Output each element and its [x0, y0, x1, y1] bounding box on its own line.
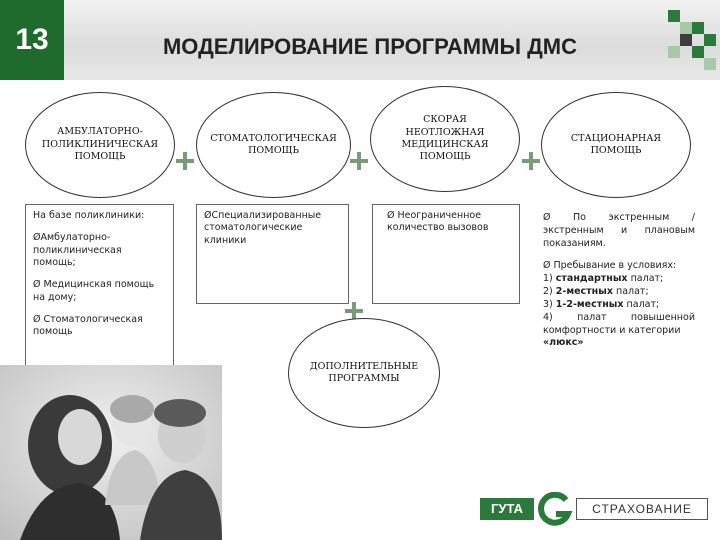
- box-inpatient: Ø По экстренным / экстренным и плановым …: [543, 212, 695, 350]
- oval-ambulatory: АМБУЛАТОРНО-ПОЛИКЛИНИЧЕСКАЯ ПОМОЩЬ: [25, 92, 175, 198]
- plus-icon: [176, 152, 194, 170]
- inpatient-item: 3) 1-2-местных палат;: [543, 299, 695, 312]
- box-inpatient-line: Ø По экстренным / экстренным и плановым …: [543, 212, 695, 249]
- g-logo-icon: [538, 492, 573, 526]
- box-ambulatory-line: Ø Медицинская помощь на дому;: [33, 279, 155, 303]
- item-bold: 1-2-местных: [555, 298, 624, 310]
- oval-emergency-label: СКОРАЯ НЕОТЛОЖНАЯ МЕДИЦИНСКАЯ ПОМОЩЬ: [401, 114, 489, 163]
- plus-icon: [345, 302, 363, 320]
- inpatient-item: 4) палат повышенной комфортности и катег…: [543, 311, 695, 336]
- logo-strahovanie: СТРАХОВАНИЕ: [576, 498, 708, 520]
- box-inpatient-line: Ø Пребывание в условиях:: [543, 260, 677, 272]
- box-ambulatory-line: ØАмбулаторно-поликлиническая помощь;: [33, 232, 122, 269]
- plus-icon: [350, 152, 368, 170]
- plus-icon: [522, 152, 540, 170]
- box-dental: ØСпециализированные стоматологические кл…: [196, 204, 349, 304]
- item-prefix: 1): [543, 273, 556, 285]
- oval-dental-label: СТОМАТОЛОГИЧЕСКАЯ ПОМОЩЬ: [210, 132, 337, 156]
- oval-additional-label: ДОПОЛНИТЕЛЬНЫЕ ПРОГРАММЫ: [309, 360, 419, 384]
- oval-ambulatory-label: АМБУЛАТОРНО-ПОЛИКЛИНИЧЕСКАЯ ПОМОЩЬ: [41, 126, 159, 163]
- box-emergency-line: Ø Неограниченное: [387, 210, 482, 221]
- oval-emergency: СКОРАЯ НЕОТЛОЖНАЯ МЕДИЦИНСКАЯ ПОМОЩЬ: [370, 86, 520, 192]
- item-bold: 2-местных: [555, 286, 613, 298]
- logo-guta: ГУТА: [480, 498, 534, 520]
- box-emergency: Ø Неограниченное количество вызовов: [372, 204, 520, 304]
- box-ambulatory-line: Ø Стоматологическая помощь: [33, 314, 143, 338]
- header-band: [0, 0, 720, 80]
- item-prefix: 3): [543, 298, 556, 310]
- item-rest: палат;: [612, 286, 649, 298]
- item-rest: палат;: [623, 298, 660, 310]
- oval-dental: СТОМАТОЛОГИЧЕСКАЯ ПОМОЩЬ: [196, 92, 351, 198]
- oval-inpatient-label: СТАЦИОНАРНАЯ ПОМОЩЬ: [570, 132, 662, 156]
- family-photo: [0, 365, 222, 540]
- slide-number: 13: [0, 0, 64, 80]
- oval-inpatient: СТАЦИОНАРНАЯ ПОМОЩЬ: [541, 92, 691, 198]
- item-bold: стандартных: [555, 273, 628, 285]
- inpatient-item: 1) стандартных палат;: [543, 273, 695, 286]
- box-dental-line: ØСпециализированные стоматологические кл…: [204, 210, 322, 246]
- company-logo: ГУТА СТРАХОВАНИЕ: [480, 492, 710, 528]
- inpatient-item: 2) 2-местных палат;: [543, 286, 695, 299]
- item-prefix: 2): [543, 286, 556, 298]
- page-title: МОДЕЛИРОВАНИЕ ПРОГРАММЫ ДМС: [162, 34, 577, 59]
- item-rest: палат;: [627, 273, 664, 285]
- inpatient-item: «люкс»: [543, 337, 695, 350]
- box-ambulatory-line: На базе поликлиники:: [33, 210, 145, 221]
- box-emergency-line: количество вызовов: [387, 222, 489, 234]
- oval-additional: ДОПОЛНИТЕЛЬНЫЕ ПРОГРАММЫ: [288, 318, 440, 428]
- item-bold: «люкс»: [543, 337, 584, 349]
- box-ambulatory: На базе поликлиники: ØАмбулаторно-поликл…: [25, 204, 174, 382]
